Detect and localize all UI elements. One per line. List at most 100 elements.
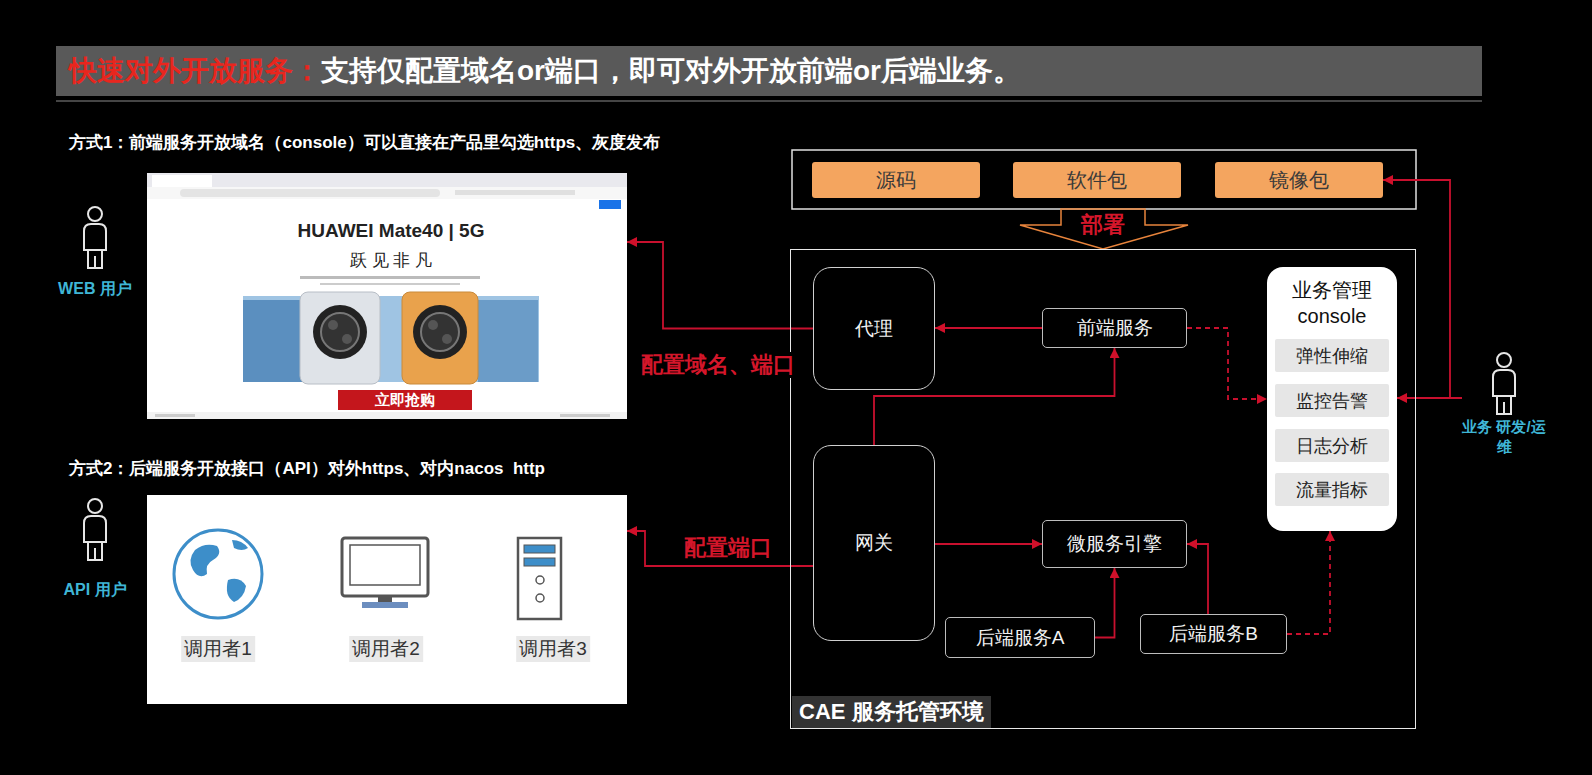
node-text: 跃 见 非 凡 bbox=[350, 249, 432, 272]
node-text: 立即抢购 bbox=[338, 390, 472, 410]
monitor-icon bbox=[342, 538, 428, 596]
node-text: 网关 bbox=[855, 530, 893, 556]
screenshot-panel bbox=[455, 190, 575, 195]
screenshot-panel bbox=[147, 412, 627, 419]
person-icon bbox=[88, 250, 102, 268]
node-text: CAE 服务托管环境 bbox=[792, 696, 991, 728]
connector bbox=[627, 242, 813, 329]
node-text: 后端服务B bbox=[1169, 621, 1258, 647]
dashed-connector bbox=[1287, 531, 1330, 634]
person-icon bbox=[88, 542, 102, 560]
connector bbox=[1397, 397, 1462, 399]
person-icon bbox=[88, 499, 102, 513]
console-panel: 业务管理 console 弹性伸缩监控告警日志分析流量指标 bbox=[1267, 267, 1397, 531]
node-text: 调用者1 bbox=[181, 636, 255, 662]
feature-box: 监控告警 bbox=[1275, 384, 1389, 417]
globe-icon bbox=[190, 545, 219, 577]
source-frame bbox=[792, 150, 1416, 209]
screenshot-panel bbox=[428, 320, 438, 330]
node-text: 后端服务A bbox=[976, 625, 1065, 651]
person-icon bbox=[84, 516, 106, 542]
hosting-environment: CAE 服务托管环境 代理 前端服务 业务管理 console 弹性伸缩监控告警日志分析… bbox=[790, 249, 1416, 729]
monitor-icon bbox=[378, 596, 392, 602]
screenshot-panel bbox=[328, 320, 338, 330]
node-text: 镜像包 bbox=[1269, 167, 1329, 194]
api-panel bbox=[147, 495, 627, 704]
screenshot-panel bbox=[313, 305, 367, 359]
node-text: HUAWEI Mate40 | 5G bbox=[298, 220, 485, 242]
server-icon bbox=[536, 594, 544, 602]
screenshot-panel bbox=[599, 200, 621, 209]
screenshot-panel bbox=[300, 276, 480, 279]
artifact-box: 源码 bbox=[812, 162, 980, 198]
title-band bbox=[56, 46, 1482, 101]
screenshot-panel bbox=[300, 292, 380, 384]
globe-icon bbox=[174, 530, 262, 618]
artifact-box: 软件包 bbox=[1013, 162, 1181, 198]
person-icon bbox=[88, 207, 102, 221]
service-box: 后端服务A bbox=[945, 617, 1095, 658]
person-icon bbox=[84, 224, 106, 250]
actor-label: WEB 用户 bbox=[58, 279, 132, 298]
screenshot-panel bbox=[478, 300, 538, 382]
node-text: 流量指标 bbox=[1296, 478, 1368, 502]
source-frame bbox=[792, 150, 1416, 209]
node-text: 业务 研发/运维 bbox=[1462, 417, 1546, 456]
screenshot-panel bbox=[147, 173, 627, 187]
node-text: 日志分析 bbox=[1296, 434, 1368, 458]
actor: 业务 研发/运维 bbox=[1462, 350, 1546, 458]
feature-box: 日志分析 bbox=[1275, 429, 1389, 462]
screenshot-panel bbox=[243, 296, 539, 382]
connector bbox=[1187, 544, 1208, 614]
screenshot-panel bbox=[243, 300, 305, 382]
screenshot-panel bbox=[402, 292, 478, 384]
title-text: 快速对外开放服务： bbox=[69, 54, 321, 88]
globe-icon bbox=[227, 579, 246, 602]
connector bbox=[935, 327, 1042, 329]
person-icon bbox=[84, 499, 106, 560]
screenshot-panel bbox=[421, 313, 459, 351]
method-note: 方式1：前端服务开放域名（console）可以直接在产品里勾选https、灰度发… bbox=[69, 133, 660, 153]
gateway-box: 网关 bbox=[813, 445, 935, 641]
screenshot-panel bbox=[342, 334, 352, 344]
screenshot-panel bbox=[320, 283, 460, 285]
connector bbox=[935, 543, 1042, 545]
deploy-arrow bbox=[1020, 209, 1188, 249]
monitor-icon bbox=[350, 545, 420, 585]
screenshot-panel bbox=[442, 334, 452, 344]
node-text: 源码 bbox=[876, 167, 916, 194]
method-note: 方式2：后端服务开放接口（API）对外https、对内nacos http bbox=[69, 459, 545, 479]
node-text: 调用者2 bbox=[349, 636, 423, 662]
node-text: 调用者3 bbox=[516, 636, 590, 662]
connector bbox=[627, 531, 813, 566]
deploy-arrow bbox=[1020, 209, 1188, 249]
person-icon bbox=[1493, 353, 1515, 414]
connector bbox=[1095, 568, 1115, 638]
node-text: 业务管理 console bbox=[1267, 277, 1397, 329]
service-box: 前端服务 bbox=[1042, 308, 1187, 348]
globe-icon bbox=[174, 530, 262, 618]
proxy-box: 代理 bbox=[813, 267, 935, 390]
screenshot-panel bbox=[180, 189, 440, 197]
feature-box: 流量指标 bbox=[1275, 473, 1389, 506]
node-text: 软件包 bbox=[1067, 167, 1127, 194]
person-icon bbox=[84, 207, 106, 268]
title-text: 支持仅配置域名or端口，即可对外开放前端or后端业务。 bbox=[321, 54, 1021, 88]
service-box: 后端服务B bbox=[1140, 614, 1287, 654]
server-icon bbox=[524, 558, 555, 566]
node-text: 微服务引擎 bbox=[1067, 531, 1162, 557]
screenshot-panel bbox=[155, 414, 195, 417]
dashed-connector bbox=[1187, 328, 1267, 399]
monitor-icon bbox=[342, 538, 428, 608]
node-text: 代理 bbox=[855, 316, 893, 342]
server-icon bbox=[518, 538, 561, 619]
caller-panel: 调用者1 调用者2 调用者3 bbox=[147, 495, 627, 704]
node-text: 监控告警 bbox=[1296, 389, 1368, 413]
screenshot-panel bbox=[147, 173, 627, 419]
actor-label: API 用户 bbox=[63, 580, 126, 599]
title-band bbox=[56, 101, 1482, 102]
node-text: 弹性伸缩 bbox=[1296, 344, 1368, 368]
server-icon bbox=[524, 545, 555, 553]
title-band bbox=[56, 46, 1482, 96]
artifact-box: 镜像包 bbox=[1215, 162, 1383, 198]
